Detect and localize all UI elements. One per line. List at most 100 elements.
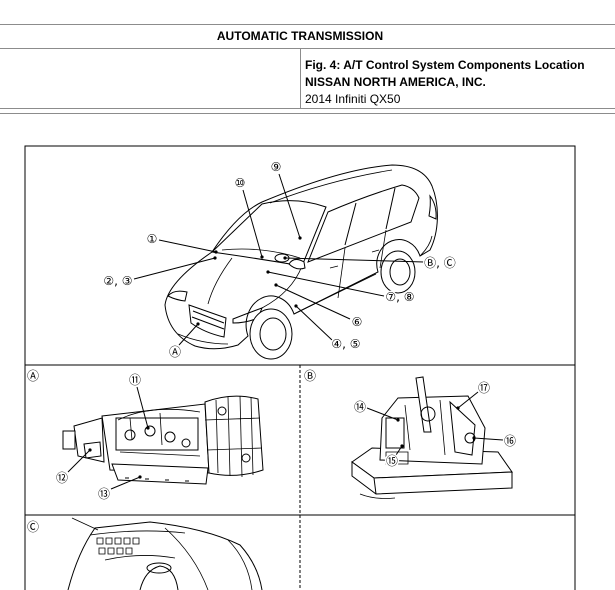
transmission-harness [117,408,201,457]
header-top-rule [0,24,615,25]
callout-11: ⑪ [127,372,150,430]
leader-line [158,239,217,253]
leader-line [136,386,149,429]
console-trim-lines [71,517,253,590]
center-console-illustration [67,517,263,590]
callout-7-8: ⑦, ⑧ [266,270,416,306]
callout-label: ⑬ [98,487,110,501]
selector-base-front [351,461,513,495]
shift-lock-solenoid [385,417,405,449]
transmission-housing-ribs [204,395,263,478]
leader-dot [294,304,298,308]
callout-label: Ⓐ [169,345,181,359]
car-rear-wheel [380,250,416,294]
car-front-wheel [249,308,293,360]
leader-line [67,449,91,473]
header-row-rule [0,48,615,49]
transmission-sensor [144,425,156,437]
leader-dot [396,418,400,422]
vehicle-overview-illustration [164,164,438,360]
callout-2-3: ②, ③ [102,256,217,290]
leader-dot [214,250,218,254]
callout-b-c: Ⓑ, Ⓒ [283,255,457,272]
callout-label: ②, ③ [103,274,132,288]
rear-rim [389,258,411,286]
leader-line [278,173,301,239]
leader-line [473,437,504,441]
header-bottom-rule-2 [0,113,615,114]
leader-line [110,476,141,490]
selector-lever [415,376,432,433]
callout-label: ⑥ [352,315,363,329]
leader-line [178,323,199,346]
car-door-mirror [288,258,306,270]
callout-label: ⑫ [56,471,68,485]
leader-dot [266,270,270,274]
leader-line [295,305,333,341]
leader-dot [146,426,150,430]
transmission-sensor [164,431,176,443]
console-outline [67,521,263,590]
leader-line [267,271,385,297]
car-body-outline [164,164,438,350]
selector-detent [420,406,436,422]
panel-b-label: Ⓑ [304,369,316,383]
console-climate-buttons [96,537,140,555]
figure-title: Fig. 4: A/T Control System Components Lo… [305,58,585,72]
callout-6: ⑥ [274,283,364,331]
leader-dot [456,406,460,410]
publisher-name: NISSAN NORTH AMERICA, INC. [305,75,486,89]
shift-selector-illustration [351,376,513,499]
panel-c-label: Ⓒ [27,520,39,534]
callout-label: Ⓑ, Ⓒ [424,256,456,270]
callout-label: ⑰ [478,381,490,395]
transmission-bell-housing [204,395,264,476]
figure-caption: Fig. 4: A/T Control System Components Lo… [305,57,585,108]
callout-label: ⑨ [271,160,282,174]
transmission-sensor [181,438,191,448]
selector-details [359,399,446,499]
car-taillight [428,194,437,220]
transmission-illustration [62,395,264,485]
callout-label: ⑦, ⑧ [385,290,414,304]
leader-dot [88,448,92,452]
leader-dot [260,255,264,259]
transmission-bolt [241,453,251,463]
callout-label: ① [147,232,158,246]
leader-line [242,189,263,258]
leader-dot [472,436,476,440]
callout-label: ⑭ [354,400,366,414]
leader-dot [298,236,302,240]
front-rim [259,317,287,351]
callout-13: ⑬ [96,475,142,503]
page-title: AUTOMATIC TRANSMISSION [216,29,384,43]
transmission-sensor [124,429,136,441]
transmission-oil-pan [111,463,209,485]
callout-label: ⑮ [386,454,398,468]
leader-dot [274,283,278,287]
transmission-output-shaft [62,430,76,450]
leader-line [457,391,479,409]
transmission-bolt [217,406,227,416]
car-windshield [210,200,327,267]
callout-17: ⑰ [456,380,492,410]
car-grille [188,304,227,338]
console-shift-knob-top [146,562,172,574]
callout-label: ⑯ [504,434,516,448]
leader-line [284,257,425,263]
panel-a-label: Ⓐ [27,369,39,383]
callout-1: ① [145,231,218,254]
leader-dot [196,322,200,326]
leader-line [395,445,403,456]
callout-label: ④, ⑤ [331,337,360,351]
callout-15: ⑮ [384,444,404,470]
header-column-divider [300,48,301,108]
car-body-lines [177,169,433,345]
selector-bracket [449,400,476,456]
callout-10: ⑩ [233,175,264,259]
leader-dot [138,475,142,479]
callout-a: Ⓐ [167,322,200,361]
transmission-pan-bolts [125,477,189,482]
leader-line [133,257,216,280]
